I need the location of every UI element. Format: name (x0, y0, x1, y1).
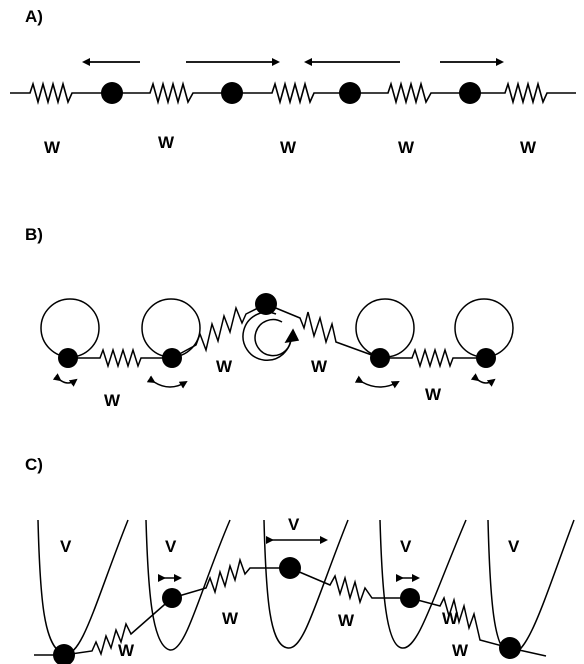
panel-a: A) W W W W W (10, 7, 576, 157)
spring-c3 (289, 567, 410, 605)
spring-b4 (380, 347, 486, 369)
spring-c2 (171, 557, 290, 599)
curved-double-arrow-icon (52, 373, 78, 387)
spring-label: W (118, 641, 135, 660)
rotor-ring (355, 298, 415, 358)
panel-a-label: A) (25, 7, 43, 26)
well-label: V (400, 537, 412, 556)
spring-a4 (350, 81, 470, 105)
mass-b3 (255, 293, 277, 315)
spring-label: W (104, 391, 121, 410)
spring-a1 (10, 81, 112, 105)
curved-double-arrow-icon (146, 375, 188, 389)
spring-label: W (44, 138, 61, 157)
spring-a2 (112, 81, 232, 105)
curved-double-arrow-icon (470, 373, 496, 387)
spring-label: W (425, 385, 442, 404)
spring-label: W (158, 133, 175, 152)
spring-label: W (452, 641, 469, 660)
well-label: V (165, 537, 177, 556)
mass-c4 (400, 588, 420, 608)
well-label: V (508, 537, 520, 556)
spring-label: W (338, 611, 355, 630)
panel-b-label: B) (25, 225, 43, 244)
mass-b1 (58, 348, 78, 368)
spring-label: W (280, 138, 297, 157)
mass-b4 (370, 348, 390, 368)
well-label: V (288, 515, 300, 534)
spring-label: W (398, 138, 415, 157)
mass-a3 (339, 82, 361, 104)
panel-c-arrows (158, 536, 420, 582)
mass-a2 (221, 82, 243, 104)
mass-a4 (459, 82, 481, 104)
mass-b2 (162, 348, 182, 368)
spring-label: W (520, 138, 537, 157)
mass-c2 (162, 588, 182, 608)
potential-well (145, 519, 231, 651)
mass-c1 (53, 644, 75, 664)
curved-double-arrow-icon (354, 375, 400, 389)
potential-well (263, 519, 349, 649)
rotation-arrow-icon (242, 311, 300, 361)
spring-label: W (311, 357, 328, 376)
spring-c1 (34, 597, 173, 657)
spring-label: W (216, 357, 233, 376)
potential-well (379, 519, 467, 649)
spring-b1 (68, 347, 172, 369)
spring-c4 (409, 595, 547, 657)
panel-b-chain (68, 303, 486, 369)
panel-c: C) V V V V (25, 455, 575, 664)
panel-b: B) (25, 225, 514, 410)
spring-a3 (232, 81, 350, 105)
spring-b3 (265, 303, 381, 359)
panel-b-oscillation-arrows (52, 373, 496, 389)
spring-a5 (470, 81, 576, 105)
potential-well (487, 519, 575, 655)
spring-label: W (442, 609, 459, 628)
mass-c3 (279, 557, 301, 579)
spring-label: W (222, 609, 239, 628)
panel-c-label: C) (25, 455, 43, 474)
well-label: V (60, 537, 72, 556)
panel-c-chain (34, 557, 547, 657)
spring-b2 (171, 303, 267, 359)
mass-b5 (476, 348, 496, 368)
mass-c5 (499, 637, 521, 659)
panel-a-chain (10, 81, 576, 105)
panel-b-rotors (40, 298, 514, 358)
mass-a1 (101, 82, 123, 104)
